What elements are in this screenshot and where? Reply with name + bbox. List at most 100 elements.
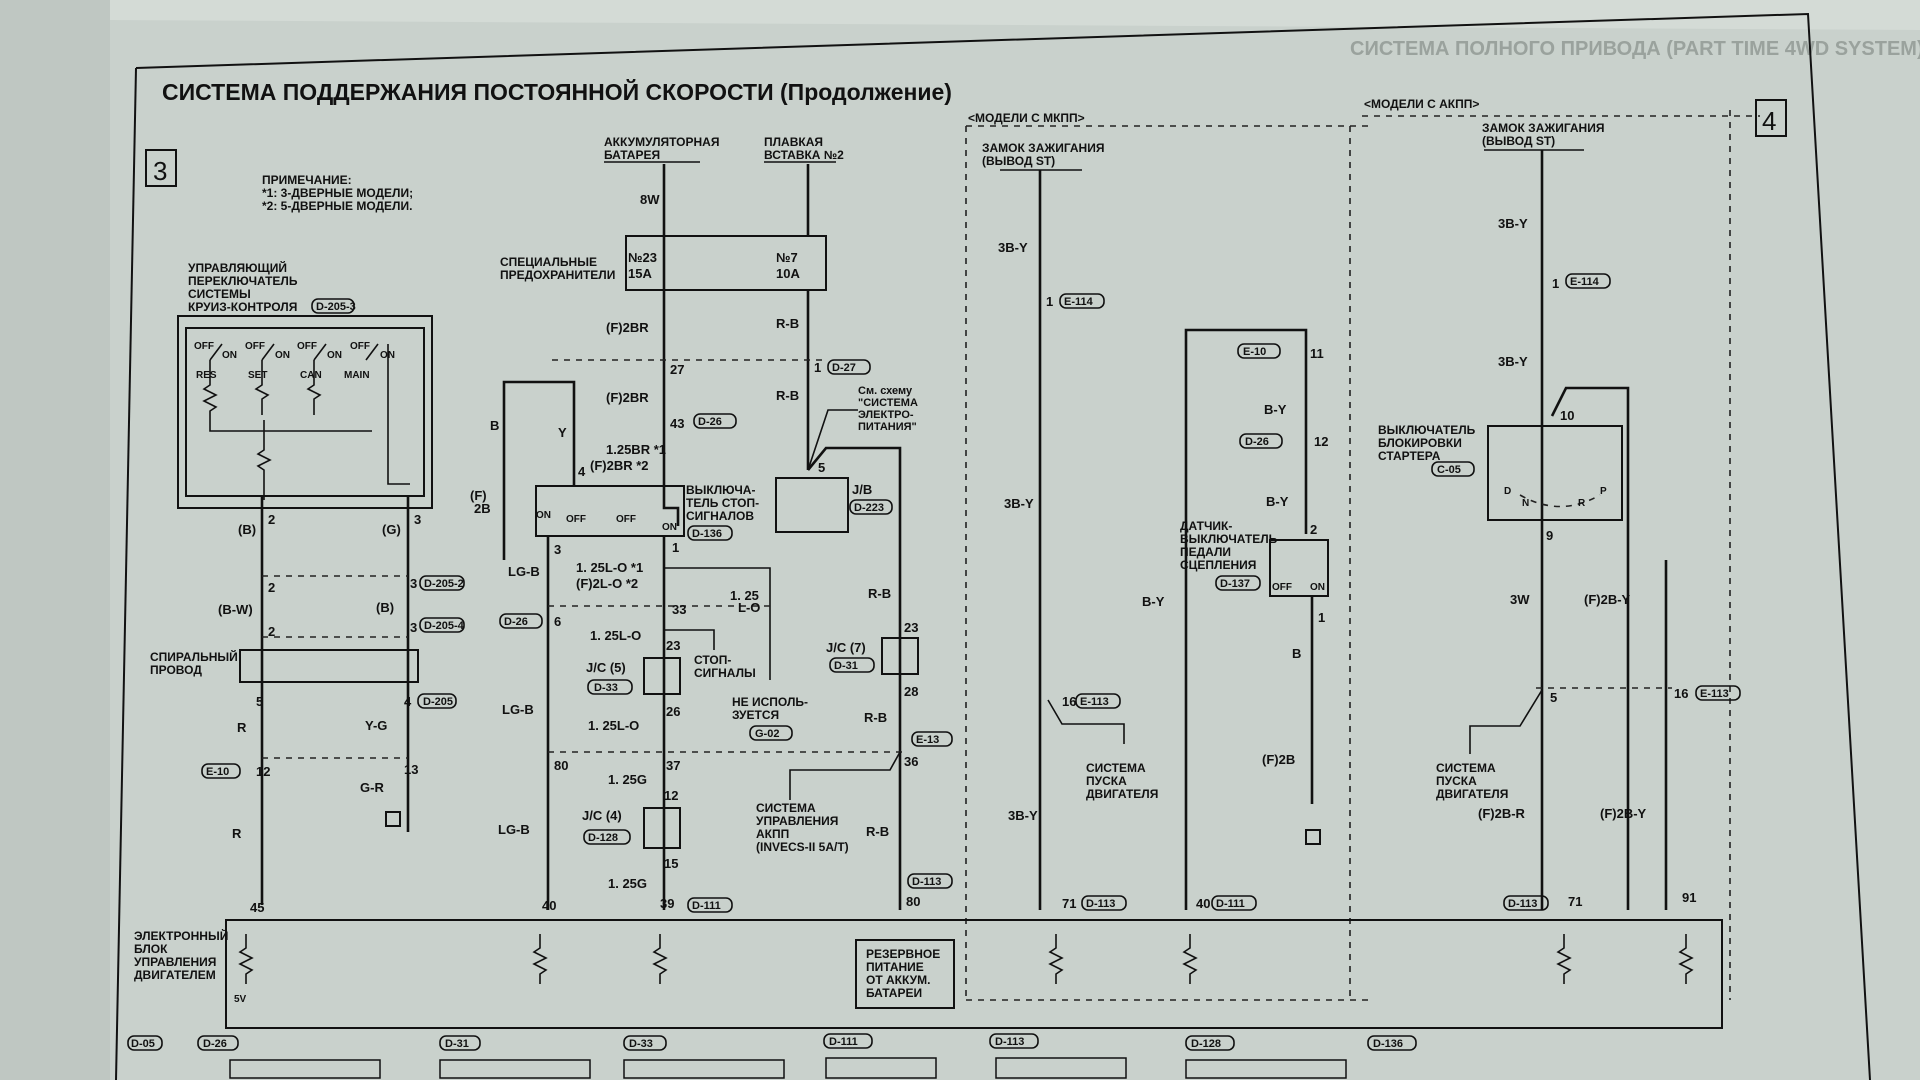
svg-text:E-10: E-10: [1243, 346, 1266, 358]
svg-text:40: 40: [542, 898, 556, 913]
svg-text:1: 1: [1318, 610, 1325, 625]
svg-text:2B: 2B: [474, 501, 491, 516]
jc5-label: J/C (5): [586, 660, 626, 675]
svg-text:D-128: D-128: [588, 832, 618, 844]
svg-text:E-113: E-113: [1080, 696, 1109, 708]
at-control-1: СИСТЕМА: [756, 801, 816, 815]
svg-text:D-26: D-26: [698, 416, 722, 428]
svg-text:4: 4: [578, 464, 586, 479]
conn-d-223-tag: D-223: [849, 499, 893, 515]
fusible-label-1: ПЛАВКАЯ: [764, 135, 823, 149]
clutch-label-1: ДАТЧИК-: [1180, 519, 1232, 533]
svg-text:ON: ON: [222, 350, 237, 361]
svg-text:D-205-2: D-205-2: [424, 578, 464, 590]
section-at-label: <МОДЕЛИ С АКПП>: [1364, 97, 1479, 111]
battery-wire-size: 8W: [640, 192, 660, 207]
starter-at-1: СИСТЕМА: [1436, 761, 1496, 775]
clutch-label-4: СЦЕПЛЕНИЯ: [1180, 558, 1256, 572]
stop-lamps-1: СТОП-: [694, 653, 731, 667]
svg-text:D-33: D-33: [629, 1038, 653, 1050]
svg-text:D-137: D-137: [1220, 578, 1250, 590]
starter-mt-1: СИСТЕМА: [1086, 761, 1146, 775]
svg-text:(F)2BR: (F)2BR: [606, 390, 649, 405]
backup-3: ОТ АККУМ.: [866, 973, 930, 987]
stop-switch-label-3: СИГНАЛОВ: [686, 509, 754, 523]
jc5-box: [643, 657, 681, 695]
stop-switch-label-2: ТЕЛЬ СТОП-: [686, 496, 759, 510]
left-wire-labels: (B) (G) (B-W) (B) R Y-G G-R R: [218, 522, 401, 841]
note-heading: ПРИМЕЧАНИЕ:: [262, 173, 352, 187]
clutch-off: OFF: [1272, 582, 1292, 593]
svg-text:D-205-4: D-205-4: [424, 620, 465, 632]
svg-text:5: 5: [1550, 690, 1557, 705]
svg-text:91: 91: [1682, 890, 1696, 905]
svg-text:D-113: D-113: [1508, 898, 1537, 910]
svg-text:37: 37: [666, 758, 680, 773]
svg-text:80: 80: [906, 894, 920, 909]
svg-text:23: 23: [904, 620, 918, 635]
starter-at-2: ПУСКА: [1436, 774, 1477, 788]
svg-text:E-114: E-114: [1064, 296, 1094, 308]
svg-text:1: 1: [814, 360, 821, 375]
svg-text:(F)2B: (F)2B: [1262, 752, 1295, 767]
svg-text:B: B: [490, 418, 499, 433]
connector-dashes-left: [262, 575, 408, 759]
svg-text:23: 23: [666, 638, 680, 653]
inhibitor-arc: [1519, 494, 1601, 508]
inhibitor-p: P: [1600, 486, 1607, 497]
svg-text:3B-Y: 3B-Y: [1008, 808, 1038, 823]
svg-text:D-31: D-31: [445, 1038, 469, 1050]
conn-c-05-tag: C-05: [1431, 461, 1475, 477]
fusible-label-2: ВСТАВКА №2: [764, 148, 844, 162]
conn-d-205-3-tag: D-205-3: [311, 298, 356, 314]
fuse-box-label-2: ПРЕДОХРАНИТЕЛИ: [500, 268, 615, 282]
svg-text:D-26: D-26: [203, 1038, 227, 1050]
pin-numbers-at: 1 10 9 5 16 71 91: [1546, 276, 1696, 909]
fuse-box-label-1: СПЕЦИАЛЬНЫЕ: [500, 255, 597, 269]
inhibitor-r: R: [1578, 498, 1586, 509]
page-marker-right-box: [1755, 99, 1787, 137]
svg-text:1. 25L-O: 1. 25L-O: [590, 628, 641, 643]
stop-on-1: ON: [536, 510, 551, 521]
paper-background: [110, 0, 1920, 1080]
svg-text:(G): (G): [382, 522, 401, 537]
outer-frame-left: [115, 67, 137, 1080]
jc7-label: J/C (7): [826, 640, 866, 655]
svg-text:1. 25G: 1. 25G: [608, 772, 647, 787]
svg-text:6: 6: [554, 614, 561, 629]
ecu-resistors: [238, 934, 1694, 984]
svg-text:(F)2L-O *2: (F)2L-O *2: [576, 576, 638, 591]
svg-text:RES: RES: [196, 370, 217, 381]
svg-text:R-B: R-B: [864, 710, 887, 725]
svg-text:80: 80: [554, 758, 568, 773]
svg-text:D-26: D-26: [1245, 436, 1269, 448]
svg-text:D-31: D-31: [834, 660, 858, 672]
wire-mt-starter: [1047, 699, 1125, 744]
inhibitor-label-1: ВЫКЛЮЧАТЕЛЬ: [1378, 423, 1476, 437]
svg-text:R-B: R-B: [868, 586, 891, 601]
fuse-23-rating: 15A: [628, 266, 652, 281]
not-used-1: НЕ ИСПОЛЬ-: [732, 695, 808, 709]
page-marker-left-box: [145, 149, 177, 187]
svg-text:D-26: D-26: [504, 616, 528, 628]
spiral-cable-box: [239, 649, 419, 683]
backup-4: БАТАРЕИ: [866, 986, 922, 1000]
svg-text:15: 15: [664, 856, 678, 871]
svg-text:2: 2: [268, 580, 275, 595]
svg-text:B-Y: B-Y: [1142, 594, 1165, 609]
svg-text:LG-B: LG-B: [502, 702, 534, 717]
stop-wire-labels: B Y (F) 2B LG-B LG-B LG-B 1. 25L-O *1 (F…: [470, 418, 891, 891]
ign-mt-1: ЗАМОК ЗАЖИГАНИЯ: [982, 141, 1104, 155]
see-power-arrow: [807, 409, 858, 471]
svg-text:(F): (F): [470, 488, 487, 503]
paper-top-strip: [110, 0, 1920, 30]
starter-mt-2: ПУСКА: [1086, 774, 1127, 788]
cruise-switch-label-3: СИСТЕМЫ: [188, 287, 251, 301]
svg-text:D-111: D-111: [1216, 898, 1245, 910]
svg-text:1. 25G: 1. 25G: [608, 876, 647, 891]
ecu-label-1: ЭЛЕКТРОННЫЙ: [134, 928, 228, 943]
cruise-switch-outer-box: [177, 315, 433, 509]
cruise-switch-label-2: ПЕРЕКЛЮЧАТЕЛЬ: [188, 274, 298, 288]
backup-2: ПИТАНИЕ: [866, 960, 924, 974]
svg-text:R: R: [237, 720, 247, 735]
